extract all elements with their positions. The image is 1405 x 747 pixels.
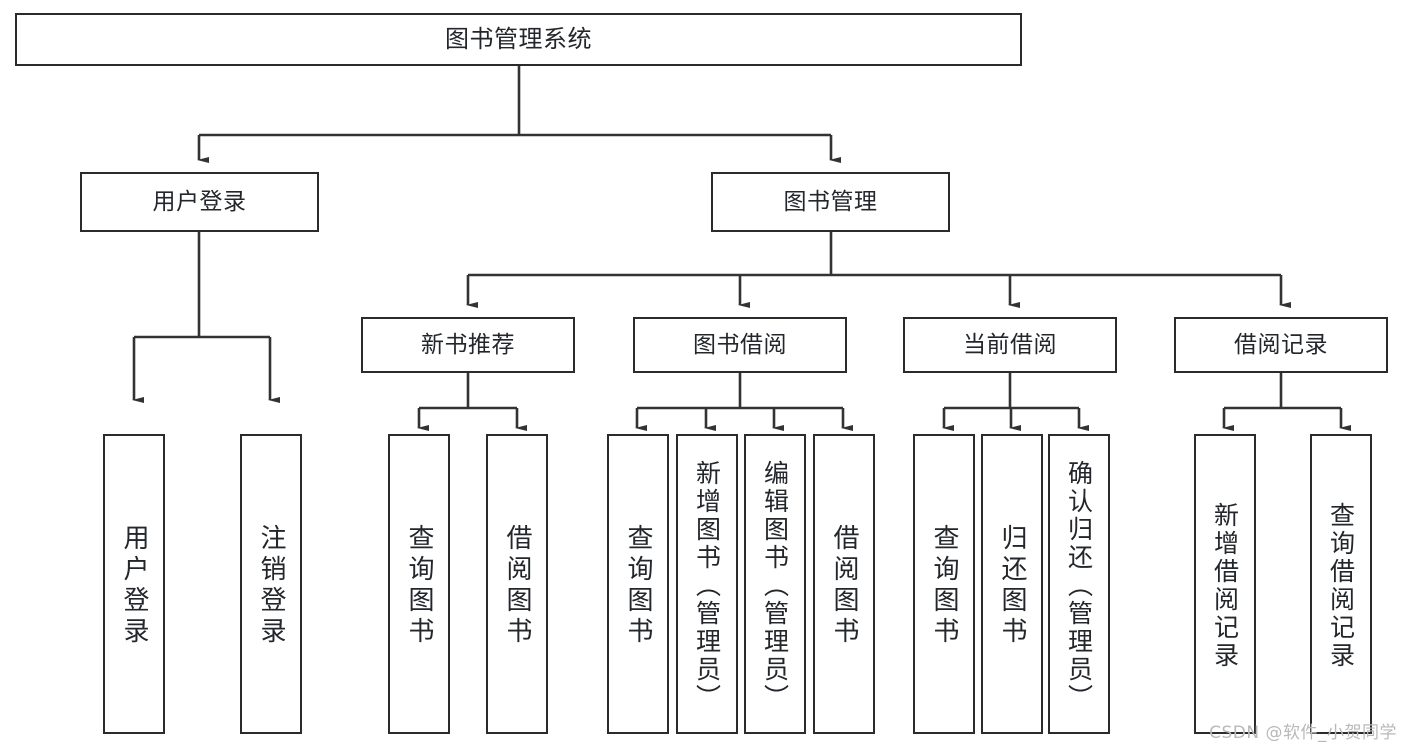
leaf-current-query-book[interactable]: 查询图书 — [913, 434, 975, 734]
node-label: 查询图书 — [929, 524, 959, 648]
leaf-new-book-borrow[interactable]: 借阅图书 — [486, 434, 548, 734]
node-label: 用户登录 — [119, 524, 149, 648]
node-label: 借阅记录 — [1234, 331, 1328, 358]
node-label: 当前借阅 — [963, 331, 1057, 358]
node-label: 用户登录 — [152, 188, 247, 215]
node-book-borrow[interactable]: 图书借阅 — [633, 317, 847, 373]
leaf-new-book-query[interactable]: 查询图书 — [388, 434, 450, 734]
node-current-borrow[interactable]: 当前借阅 — [903, 317, 1117, 373]
leaf-borrow-add-book-admin[interactable]: 新增图书（管理员） — [676, 434, 738, 734]
node-label: 查询图书 — [404, 524, 434, 648]
node-borrow-record[interactable]: 借阅记录 — [1174, 317, 1388, 373]
node-label: 新书推荐 — [421, 331, 515, 358]
leaf-borrow-query-book[interactable]: 查询图书 — [607, 434, 669, 734]
leaf-borrow-borrow-book[interactable]: 借阅图书 — [813, 434, 875, 734]
node-label: 新增图书（管理员） — [692, 460, 722, 712]
leaf-record-query-record[interactable]: 查询借阅记录 — [1310, 434, 1372, 734]
node-book-management[interactable]: 图书管理 — [711, 172, 950, 232]
node-label: 图书管理系统 — [445, 24, 592, 53]
node-user-login[interactable]: 用户登录 — [80, 172, 319, 232]
leaf-record-add-record[interactable]: 新增借阅记录 — [1194, 434, 1256, 734]
leaf-user-login-logout[interactable]: 注销登录 — [240, 434, 302, 734]
node-label: 编辑图书（管理员） — [760, 460, 790, 712]
node-label: 注销登录 — [256, 524, 286, 648]
node-label: 借阅图书 — [829, 524, 859, 648]
node-label: 查询借阅记录 — [1326, 502, 1356, 670]
node-label: 图书管理 — [783, 188, 878, 215]
node-label: 借阅图书 — [502, 524, 532, 648]
node-label: 图书借阅 — [693, 331, 787, 358]
node-label: 新增借阅记录 — [1210, 502, 1240, 670]
leaf-current-return-book[interactable]: 归还图书 — [981, 434, 1043, 734]
node-new-book-recommend[interactable]: 新书推荐 — [361, 317, 575, 373]
node-label: 确认归还（管理员） — [1064, 460, 1094, 712]
csdn-watermark: CSDN @软件_小贺同学 — [1209, 723, 1397, 743]
leaf-borrow-edit-book-admin[interactable]: 编辑图书（管理员） — [744, 434, 806, 734]
leaf-current-confirm-return-admin[interactable]: 确认归还（管理员） — [1048, 434, 1110, 734]
node-label: 查询图书 — [623, 524, 653, 648]
node-label: 归还图书 — [997, 524, 1027, 648]
node-root-system[interactable]: 图书管理系统 — [15, 13, 1022, 66]
leaf-user-login-login[interactable]: 用户登录 — [103, 434, 165, 734]
